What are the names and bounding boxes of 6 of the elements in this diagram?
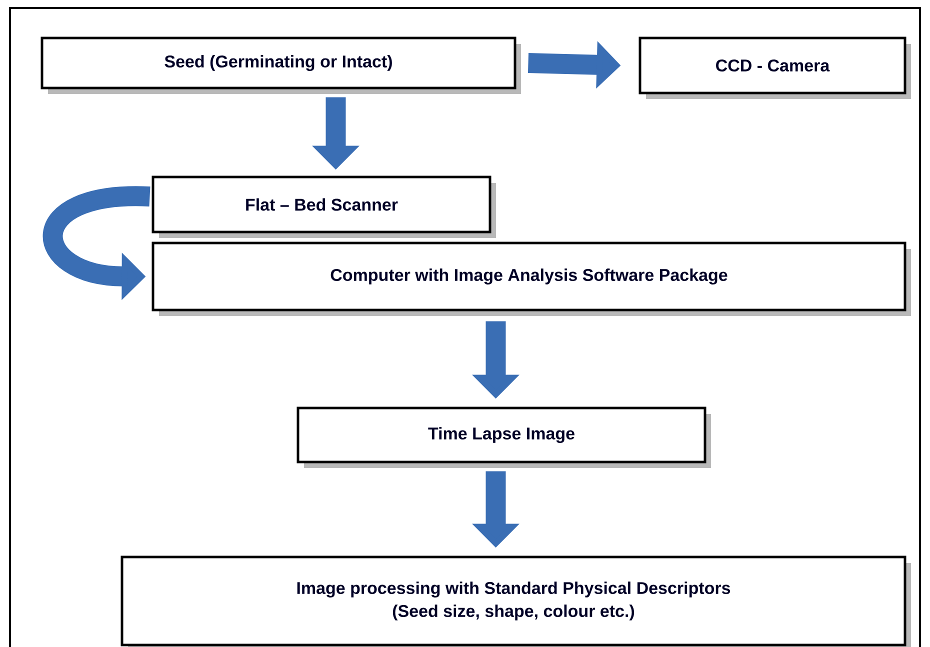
process-box: Image processing with Standard Physical Descriptors (Seed size, shape, colour etc.): [120, 556, 911, 647]
process-box: Flat – Bed Scanner: [152, 176, 496, 238]
process-box: Seed (Germinating or Intact): [40, 36, 521, 94]
process-box: Time Lapse Image: [296, 406, 711, 468]
process-box: CCD - Camera: [638, 36, 911, 99]
process-box: Computer with Image Analysis Software Package: [152, 242, 911, 316]
